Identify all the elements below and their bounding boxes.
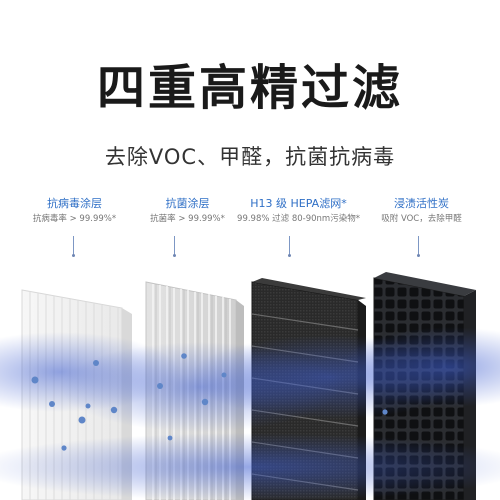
layer-label-hepa: H13 级 HEPA滤网* 99.98% 过滤 80-90nm污染物*: [236, 196, 361, 226]
pointer-line: [174, 236, 175, 256]
layer-desc: 99.98% 过滤 80-90nm污染物*: [237, 214, 360, 224]
headline: 四重高精过滤: [96, 60, 403, 116]
pointer-dot: [288, 254, 291, 257]
activated-carbon-panel: [373, 272, 476, 500]
pointer-dot: [72, 254, 75, 257]
layer-desc: 抗菌率 > 99.99%*: [150, 214, 225, 224]
layer-label-carbon: 浸渍活性炭 吸附 VOC，去除甲醛: [359, 196, 484, 226]
filter-layers-illustration: [0, 272, 500, 500]
layer-name: 抗病毒涂层: [47, 197, 102, 210]
layer-name: 抗菌涂层: [165, 197, 210, 210]
particles: [31, 353, 388, 451]
pointer-line: [73, 236, 74, 256]
layer-desc: 抗病毒率 > 99.99%*: [32, 214, 117, 224]
pointer-line: [418, 236, 419, 256]
pointer-dot: [417, 254, 420, 257]
layer-name: 浸渍活性炭: [394, 197, 449, 210]
layer-name: H13 级 HEPA滤网*: [250, 197, 347, 210]
antiviral-filter-panel: [21, 289, 132, 500]
layer-label-antibacterial: 抗菌涂层 抗菌率 > 99.99%*: [125, 196, 250, 226]
layer-desc: 吸附 VOC，去除甲醛: [381, 214, 462, 224]
antibacterial-filter-panel: [145, 281, 244, 500]
subheadline: 去除VOC、甲醛，抗菌抗病毒: [104, 145, 396, 169]
pointer-line: [289, 236, 290, 256]
hepa-filter-panel: [251, 278, 366, 500]
layer-label-antiviral: 抗病毒涂层 抗病毒率 > 99.99%*: [12, 196, 137, 226]
pointer-dot: [173, 254, 176, 257]
